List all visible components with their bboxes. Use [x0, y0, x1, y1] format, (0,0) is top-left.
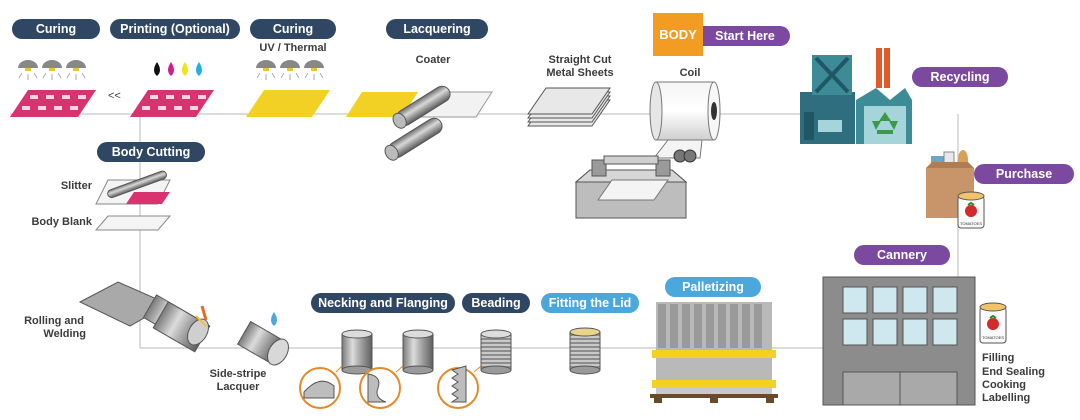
printed-sheet-1: [10, 90, 96, 117]
start-here-pill: Start Here: [700, 26, 790, 46]
detail-circle-beading: [437, 365, 482, 409]
palletizing-pill: Palletizing: [665, 277, 761, 297]
beaded-can: [480, 329, 512, 375]
rolling-label-2: Welding: [43, 328, 86, 340]
lidded-can: [569, 327, 601, 375]
printing-pill: Printing (Optional): [110, 19, 240, 39]
straight-cut-label-1: Straight Cut: [548, 54, 612, 66]
curing-lamps-icon: [18, 60, 86, 80]
filling-label: Filling: [982, 352, 1015, 364]
recycling-factory: [800, 48, 912, 144]
labelling-label: Labelling: [982, 392, 1031, 404]
tomato-can-2: TOMATOES: [979, 302, 1007, 344]
beading-pill: Beading: [462, 293, 530, 313]
pallet-of-cans: [650, 302, 778, 403]
cooking-label: Cooking: [982, 379, 1026, 391]
curing-uv-pill: Curing: [250, 19, 336, 39]
rolling-label-1: Rolling and: [24, 315, 84, 327]
necked-can-1: [341, 329, 373, 375]
slitter-machine: [94, 170, 172, 231]
slitter-label: Slitter: [60, 180, 92, 192]
body-cutting-pill: Body Cutting: [97, 142, 205, 162]
necking-flanging-pill: Necking and Flanging: [311, 293, 455, 313]
tomato-can-1: TOMATOES: [957, 191, 985, 229]
side-stripe-can: [236, 312, 289, 366]
lacquered-sheet: [246, 90, 330, 117]
side-stripe-label-2: Lacquer: [216, 381, 260, 393]
uv-curing-lamps-icon: [256, 60, 324, 80]
coater-machine: [346, 85, 493, 161]
cannery-building: [822, 276, 976, 406]
coil-label: Coil: [679, 67, 701, 79]
lacquering-pill: Lacquering: [386, 19, 488, 39]
ink-drops-icon: [154, 62, 202, 76]
coil-machine: [574, 81, 721, 219]
purchase-pill: Purchase: [974, 164, 1074, 184]
necked-can-2: [402, 329, 434, 375]
chevrons-label: <<: [108, 90, 121, 102]
straight-cut-label-2: Metal Sheets: [546, 67, 614, 79]
printed-sheet-2: [130, 90, 214, 117]
fitting-lid-pill: Fitting the Lid: [541, 293, 639, 313]
can-label-text-2: TOMATOES: [982, 335, 1004, 340]
uv-thermal-label: UV / Thermal: [259, 42, 327, 54]
can-label-text-1: TOMATOES: [960, 221, 982, 226]
body-badge: BODY: [653, 13, 703, 56]
body-blank-label: Body Blank: [31, 216, 92, 228]
recycling-pill: Recycling: [912, 67, 1008, 87]
end-sealing-label: End Sealing: [982, 366, 1045, 378]
detail-circle-necking: [299, 365, 343, 409]
cannery-pill: Cannery: [854, 245, 950, 265]
curing-pill: Curing: [12, 19, 100, 39]
side-stripe-label-1: Side-stripe: [209, 368, 267, 380]
detail-circle-flanging: [359, 365, 404, 409]
rolling-welding-machine: [78, 281, 211, 353]
coater-label: Coater: [415, 54, 451, 66]
metal-sheets-stack: [527, 87, 611, 127]
